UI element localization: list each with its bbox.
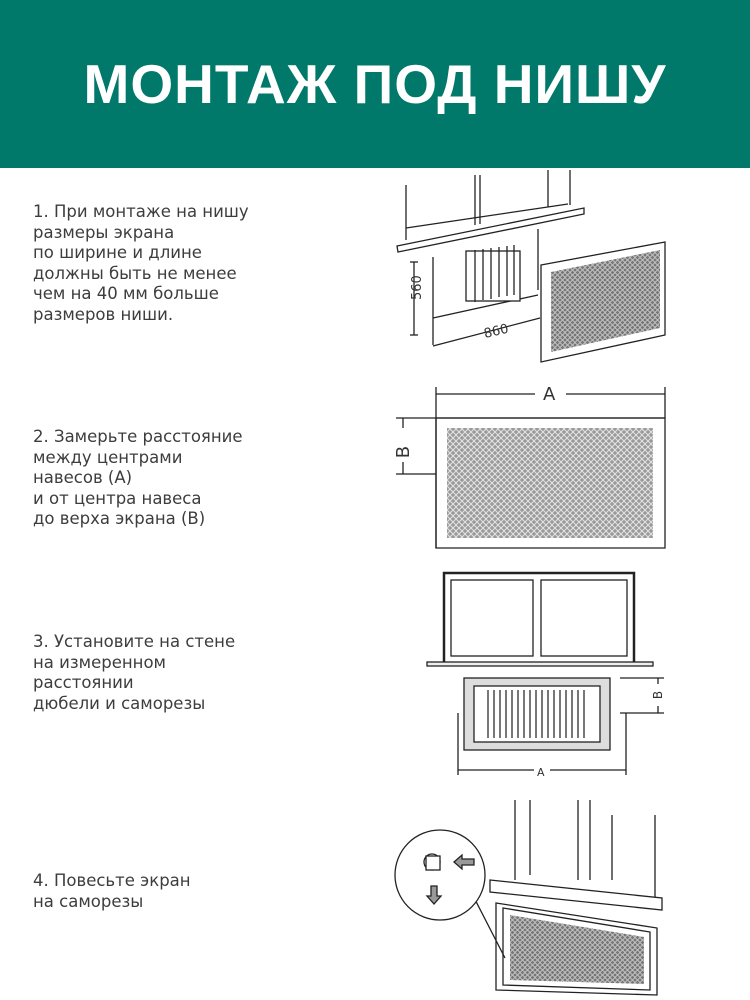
width-label: 860 <box>483 322 511 342</box>
step-2-text: 2. Замерьте расстояние между центрами на… <box>33 427 243 528</box>
dimension-a-label-fig3: A <box>537 766 545 779</box>
step-3-text: 3. Установите на стене на измеренном рас… <box>33 632 236 713</box>
figure-3-wall-mount <box>426 571 664 775</box>
dimension-a-label: A <box>543 384 556 405</box>
figure-1-niche <box>396 170 666 363</box>
step-1-text: 1. При монтаже на нишу размеры экрана по… <box>33 202 249 324</box>
arrow-down-icon <box>425 885 443 905</box>
figure-2-dimensions <box>396 387 666 549</box>
dimension-b-label-fig3: B <box>651 691 665 699</box>
arrow-left-icon <box>453 853 475 871</box>
page-title: МОНТАЖ ПОД НИШУ <box>83 53 667 115</box>
header-banner: МОНТАЖ ПОД НИШУ <box>0 0 750 168</box>
step-4-text: 4. Повесьте экран на саморезы <box>33 871 191 911</box>
radiator-icon <box>465 245 521 302</box>
detail-magnifier <box>394 829 486 921</box>
figure-4-hanging <box>394 800 663 996</box>
dimension-b-label: B <box>393 446 414 458</box>
height-label: 560 <box>410 275 425 300</box>
